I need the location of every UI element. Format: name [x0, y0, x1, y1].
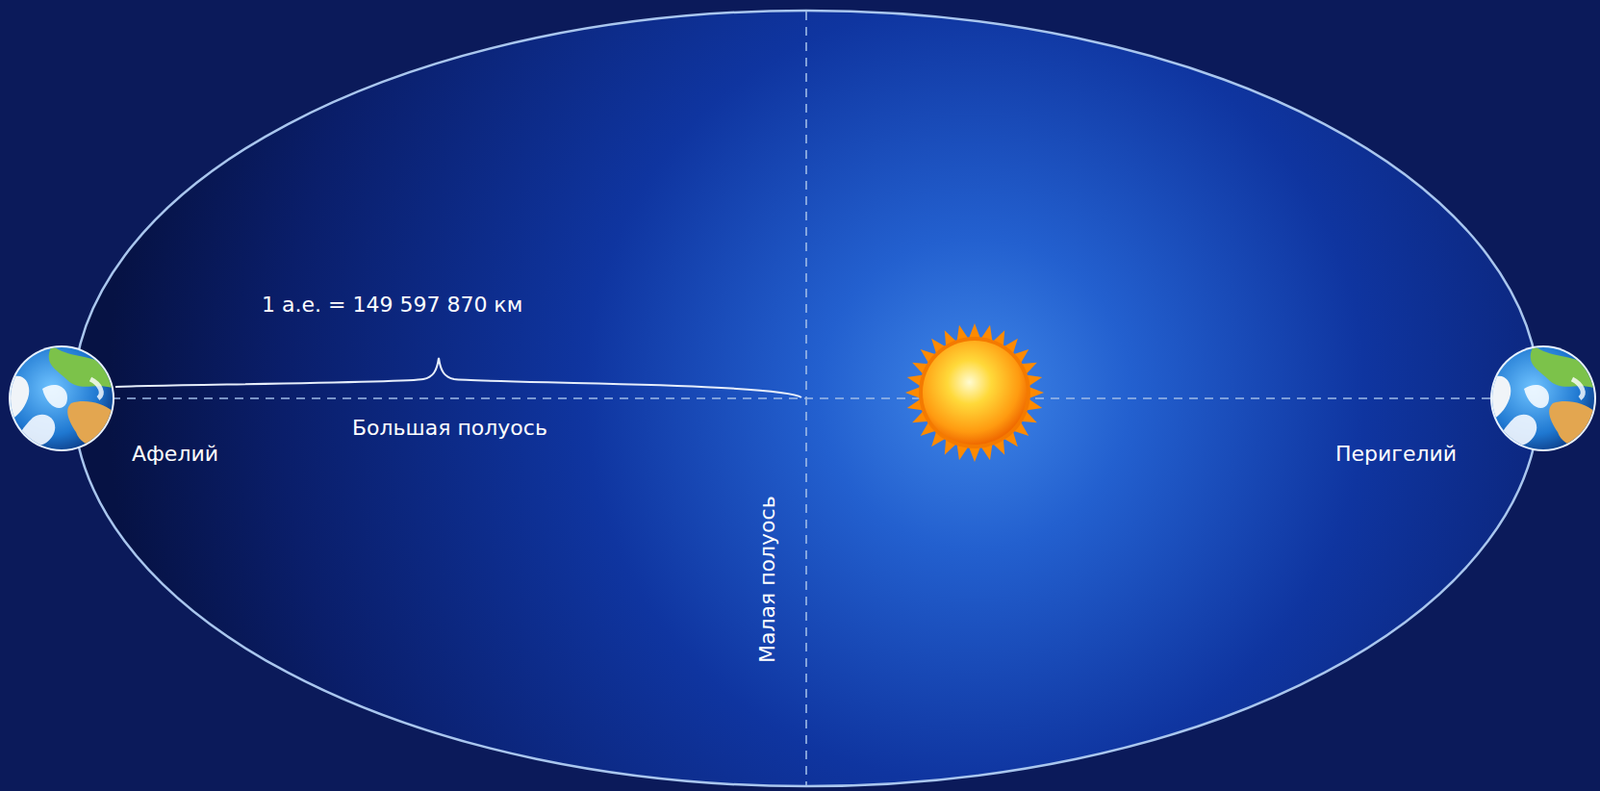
point-label: Перигелий: [1335, 441, 1457, 467]
sun: [905, 323, 1044, 462]
axis-label: Малая полуось: [755, 495, 781, 663]
distance-brace: [115, 357, 802, 398]
sun-rim: [918, 336, 1031, 449]
minor-axis-line: [805, 11, 808, 786]
distance-label: 1 а.е. = 149 597 870 км: [261, 292, 523, 318]
orbit-ellipse: [73, 10, 1540, 787]
major-axis-line: [111, 397, 1494, 400]
point-label: Афелий: [131, 441, 219, 467]
sun-rays: [905, 323, 1044, 462]
sun-disc: [922, 340, 1027, 445]
earth-aphelion: [8, 345, 115, 452]
earth-perihelion: [1490, 345, 1597, 452]
axis-label: Большая полуось: [352, 415, 548, 441]
